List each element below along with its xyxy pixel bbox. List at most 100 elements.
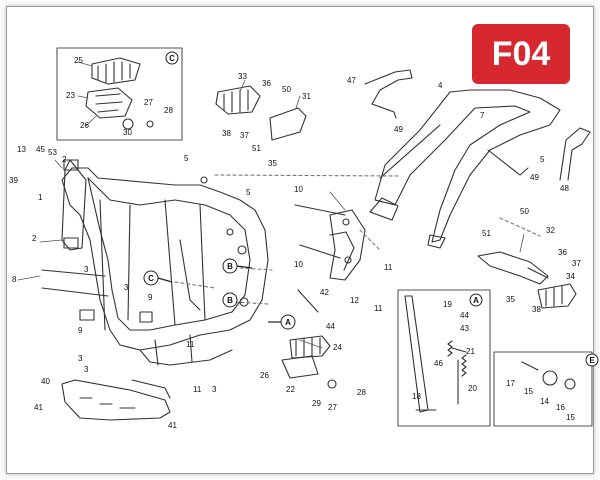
bolts-drawing [41,204,576,390]
part-label: 31 [302,92,311,101]
part-label: 28 [164,106,173,115]
part-label: 30 [123,128,132,137]
spring-20-drawing [461,354,467,377]
part-label: 48 [560,184,569,193]
callout-b-upper[interactable]: B [222,258,253,274]
skid-plate-drawing [61,379,171,421]
part-label: 39 [9,176,18,185]
part-label: 49 [530,173,539,182]
part-label: 5 [184,154,189,163]
callout-markers: C B B A C A [143,51,599,367]
part-label: 3 [212,385,217,394]
part-label: 22 [286,385,295,394]
part-label: 37 [240,131,249,140]
part-label: 32 [546,226,555,235]
part-label: 47 [347,76,356,85]
part-label: 18 [412,392,421,401]
part-label: 33 [238,72,247,81]
part-label: 50 [282,85,291,94]
spring-21-drawing [447,340,453,357]
section-code-badge: F04 [472,24,570,84]
part-label: 25 [74,56,83,65]
part-label: 21 [466,347,475,356]
part-label: 26 [260,371,269,380]
rear-loop-drawing [559,127,591,181]
part-label: 35 [506,295,515,304]
part-label: 4 [438,81,443,90]
part-label: 53 [48,148,57,157]
part-label: 19 [443,300,452,309]
footpeg-right-drawing [215,85,307,141]
part-label: 36 [262,79,271,88]
rear-subframe-drawing [369,89,561,249]
svg-text:C: C [169,54,175,63]
part-label: 10 [294,260,303,269]
part-label: 17 [506,379,515,388]
inset-a-box [397,289,491,427]
part-label: 8 [12,275,17,284]
inset-a-letter: A [469,293,483,307]
guide-lines [174,174,541,305]
part-label: 26 [80,121,89,130]
part-label: 28 [357,388,366,397]
part-label: 40 [41,377,50,386]
part-label: 44 [326,322,335,331]
callout-b-lower[interactable]: B [222,292,238,308]
callout-c-main[interactable]: C [143,270,173,286]
part-label: 37 [572,259,581,268]
part-label: 42 [320,288,329,297]
part-number-labels: 25 23 26 30 27 28 13 45 53 39 2 1 2 8 3 … [9,56,581,430]
main-frame-drawing [61,159,269,366]
part-label: 45 [36,145,45,154]
part-label: 5 [540,155,545,164]
part-label: 41 [34,403,43,412]
part-label: 44 [460,311,469,320]
svg-text:E: E [589,356,595,365]
svg-text:A: A [473,296,479,305]
part-label: 27 [144,98,153,107]
part-label: 15 [566,413,575,422]
svg-text:B: B [227,296,233,305]
part-label: 51 [482,229,491,238]
part-label: 16 [556,403,565,412]
diagram-frame [6,6,594,474]
part-label: 43 [460,324,469,333]
part-label: 11 [193,385,202,394]
part-label: 11 [374,304,383,313]
svg-text:B: B [227,262,233,271]
part-label: 14 [540,397,549,406]
part-label: 11 [384,263,393,272]
part-label: 23 [66,91,75,100]
part-label: 38 [222,129,231,138]
footpeg-rear-drawing [477,251,577,309]
inset-c-box [56,47,183,141]
inset-e-box [493,351,593,427]
side-stand-drawing [404,295,467,413]
callout-a-main[interactable]: A [268,314,296,330]
footpeg-left-drawing [281,335,337,389]
part-label: 1 [38,193,43,202]
part-label: 27 [328,403,337,412]
part-label: 2 [32,234,37,243]
part-label: 50 [520,207,529,216]
part-label: 3 [124,283,129,292]
part-label: 9 [148,293,153,302]
part-label: 36 [558,248,567,257]
part-label: 7 [480,111,485,120]
part-label: 10 [294,185,303,194]
part-label: 9 [78,326,83,335]
part-label: 3 [84,265,89,274]
part-label: 46 [434,359,443,368]
part-label: 35 [268,159,277,168]
part-label: 11 [186,340,195,349]
inset-c-letter: C [165,51,179,65]
part-label: 34 [566,272,575,281]
part-label: 2 [62,155,67,164]
grab-handle-drawing [364,69,413,119]
leader-lines [17,61,525,349]
part-label: 3 [78,354,83,363]
footpeg-c-drawing [85,57,154,130]
part-label: 29 [312,399,321,408]
